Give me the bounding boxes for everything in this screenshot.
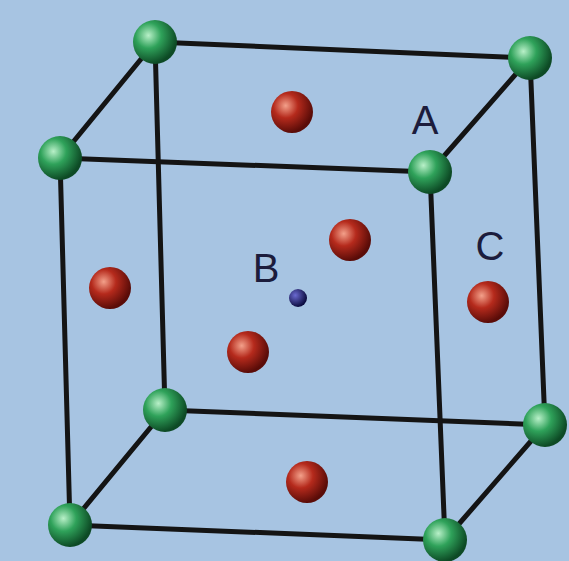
cube-edge — [165, 410, 545, 425]
atom-label: B — [253, 248, 280, 288]
corner-atom — [143, 388, 187, 432]
cube-edge — [70, 410, 165, 525]
cube-edge — [530, 58, 545, 425]
face-center-atom — [227, 331, 269, 373]
cube-edge — [60, 42, 155, 158]
atom-label: A — [412, 100, 439, 140]
corner-atom — [423, 518, 467, 561]
corner-atom — [38, 136, 82, 180]
cube-edge — [70, 525, 445, 540]
cube-edge — [155, 42, 530, 58]
atom-label: C — [476, 226, 505, 266]
cube-edge — [60, 158, 430, 172]
atoms — [38, 20, 567, 561]
body-center-atom — [289, 289, 307, 307]
corner-atom — [508, 36, 552, 80]
cube-edge — [155, 42, 165, 410]
cube-edges — [60, 42, 545, 540]
cube-edge — [430, 58, 530, 172]
face-center-atom — [286, 461, 328, 503]
cube-edge — [430, 172, 445, 540]
face-center-atom — [467, 281, 509, 323]
corner-atom — [133, 20, 177, 64]
corner-atom — [408, 150, 452, 194]
face-center-atom — [329, 219, 371, 261]
face-center-atom — [271, 91, 313, 133]
cube-edge — [445, 425, 545, 540]
cube-edge — [60, 158, 70, 525]
face-center-atom — [89, 267, 131, 309]
corner-atom — [48, 503, 92, 547]
corner-atom — [523, 403, 567, 447]
